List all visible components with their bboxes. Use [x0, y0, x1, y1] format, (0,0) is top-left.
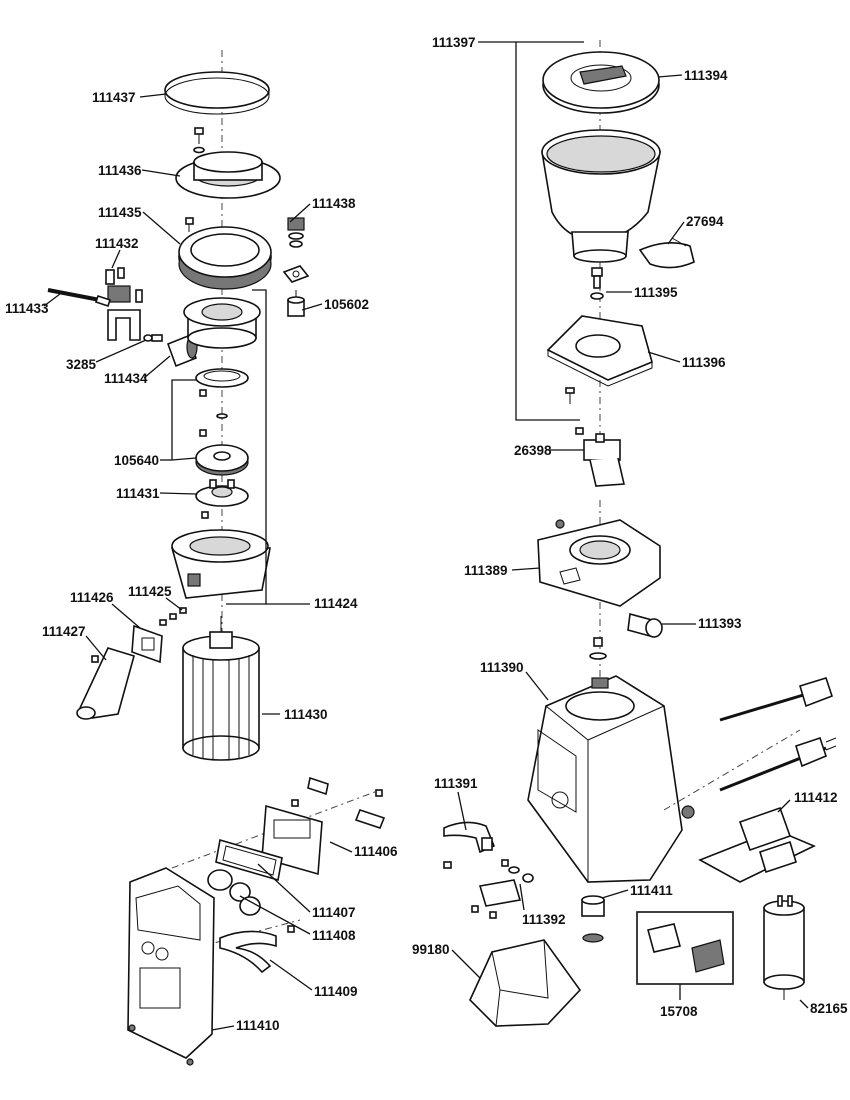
label-111430: 111430	[284, 707, 328, 722]
part-hopper	[541, 129, 661, 263]
part-111431-carrier	[195, 479, 249, 507]
screw-lower	[201, 511, 209, 519]
label-111427: 111427	[42, 624, 86, 639]
label-111407: 111407	[312, 905, 356, 920]
part-111432-bracket	[105, 267, 143, 341]
part-power-cords	[719, 677, 837, 792]
part-111396-plate	[546, 315, 653, 387]
part-105640-burr	[195, 444, 249, 476]
part-111435-gear-ring	[178, 226, 272, 290]
label-111395: 111395	[634, 285, 678, 300]
leader-lines	[43, 41, 809, 1031]
label-111438: 111438	[312, 196, 356, 211]
part-nut	[589, 637, 607, 660]
label-3285: 3285	[66, 357, 97, 372]
label-111424: 111424	[314, 596, 358, 611]
label-111411: 111411	[630, 883, 673, 898]
part-plate	[282, 265, 310, 283]
part-labels: 111437 111436 111435 111438 111432 11143…	[5, 35, 848, 1033]
part-111392-bracket	[471, 879, 522, 919]
screws-mid	[199, 389, 228, 437]
part-111436-cover	[175, 151, 281, 199]
label-111436: 111436	[98, 163, 142, 178]
label-99180: 99180	[412, 942, 450, 957]
part-15708-switch-box	[636, 911, 734, 985]
part-82165-capacitor	[763, 895, 805, 1000]
label-111396: 111396	[682, 355, 726, 370]
part-111430-motor	[182, 616, 260, 761]
label-26398: 26398	[514, 443, 552, 458]
label-105602: 105602	[324, 297, 369, 312]
part-111393-knob	[627, 612, 663, 638]
label-105640: 105640	[114, 453, 159, 468]
label-111435: 111435	[98, 205, 142, 220]
label-111426: 111426	[70, 590, 114, 605]
label-111391: 111391	[434, 776, 478, 791]
part-111390-body	[527, 675, 683, 883]
part-111437-ring	[164, 71, 270, 115]
part-111408-buttons	[207, 869, 261, 916]
label-111432: 111432	[95, 236, 139, 251]
part-111395-pin	[590, 267, 604, 300]
part-26398-switch	[575, 427, 625, 487]
part-111407-display	[215, 838, 283, 882]
screw-top	[193, 127, 205, 154]
part-111427-spout	[76, 647, 135, 720]
label-111434: 111434	[104, 371, 148, 386]
label-27694: 27694	[686, 214, 724, 229]
label-111406: 111406	[354, 844, 398, 859]
label-111394: 111394	[684, 68, 728, 83]
part-105602-potentiometer	[287, 290, 305, 317]
cord-axis	[663, 729, 801, 811]
part-grinder-housing	[170, 529, 271, 599]
part-111394-lid	[542, 51, 660, 114]
label-111397: 111397	[432, 35, 476, 50]
label-111409: 111409	[314, 984, 358, 999]
part-111412-pcb	[681, 805, 816, 883]
screws-right-lower	[443, 859, 534, 883]
screw-plate	[565, 387, 575, 404]
label-111412: 111412	[794, 790, 838, 805]
label-111392: 111392	[522, 912, 566, 927]
part-111409-fork	[219, 925, 295, 974]
label-15708: 15708	[660, 1004, 698, 1019]
label-111425: 111425	[128, 584, 172, 599]
label-111437: 111437	[92, 90, 136, 105]
label-111433: 111433	[5, 301, 49, 316]
label-82165: 82165	[810, 1001, 848, 1016]
part-burr-carrier	[183, 297, 261, 349]
label-111389: 111389	[464, 563, 508, 578]
part-111438-pinion	[287, 217, 305, 248]
part-111389-top-cover	[537, 519, 661, 607]
label-111431: 111431	[116, 486, 160, 501]
part-lower-ring	[195, 368, 249, 388]
label-111410: 111410	[236, 1018, 280, 1033]
label-111390: 111390	[480, 660, 524, 675]
part-111411-foot	[581, 895, 605, 943]
part-111426-plate	[131, 624, 163, 664]
label-111393: 111393	[698, 616, 742, 631]
part-111425-screws	[159, 607, 187, 626]
part-111391-clip	[443, 821, 496, 854]
part-3285-spacer	[143, 334, 163, 342]
label-111408: 111408	[312, 928, 356, 943]
part-111410-front-panel	[127, 867, 215, 1066]
screw-gear	[185, 217, 194, 232]
part-111433-rod	[47, 288, 112, 308]
part-27694-shutter	[638, 237, 695, 269]
part-99180-tray	[469, 939, 582, 1027]
